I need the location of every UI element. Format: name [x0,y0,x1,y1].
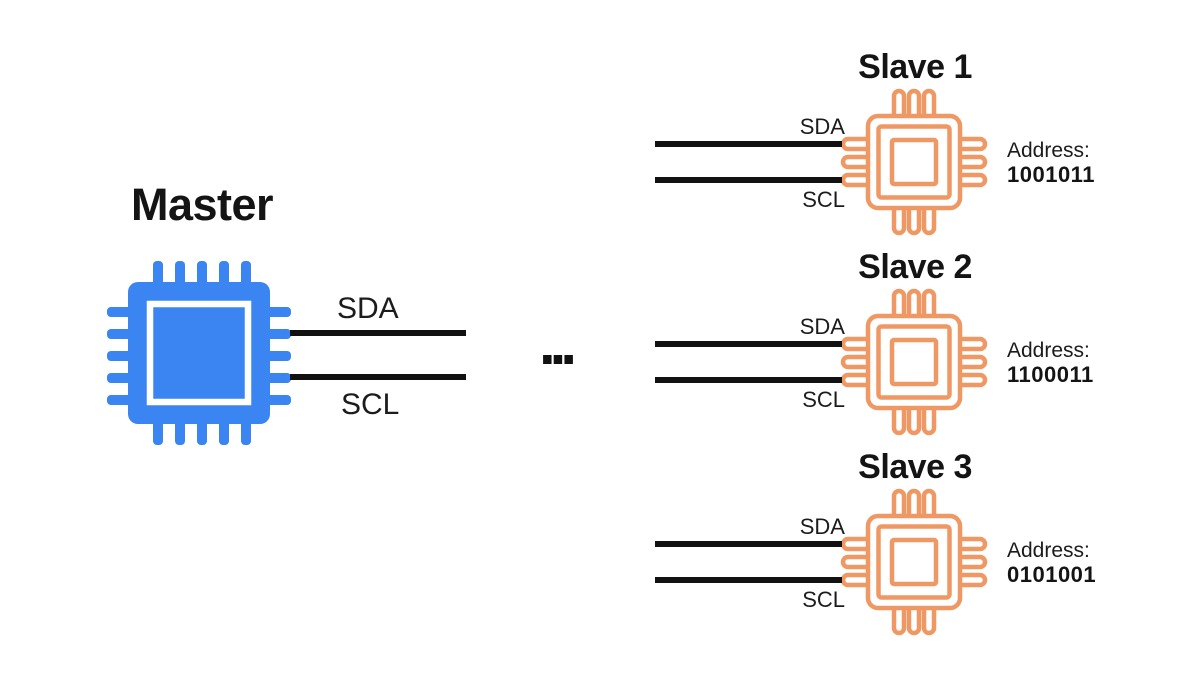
slave2-chip-icon [840,288,988,436]
slave1-sda-wire [655,141,842,147]
master-scl-wire [290,374,466,380]
slave1-scl-label: SCL [802,187,845,212]
slave3-scl-label: SCL [802,587,845,612]
slave3-address-label: Address: [1007,539,1090,562]
master-scl-label: SCL [341,388,400,421]
master-sda-wire [290,330,466,336]
slave2-sda-wire [655,341,842,347]
slave2-address-label: Address: [1007,339,1090,362]
slave3-sda-wire [655,541,842,547]
slave2-address-value: 1100011 [1007,362,1094,387]
slave3-title: Slave 3 [858,448,972,486]
master-sda-label: SDA [337,292,399,325]
bus-ellipsis: ... [539,310,577,377]
slave3-address-value: 0101001 [1007,562,1097,587]
slave1-scl-wire [655,177,842,183]
slave3-chip-icon [840,488,988,636]
slave1-address-value: 1001011 [1007,162,1095,187]
slave2-title: Slave 2 [858,248,972,286]
slave2-scl-wire [655,377,842,383]
slave1-title: Slave 1 [858,48,972,86]
slave2-sda-label: SDA [799,314,845,339]
slave3-sda-label: SDA [799,514,845,539]
master-title: Master [130,179,274,230]
slave3-scl-wire [655,577,842,583]
slave1-chip-icon [840,88,988,236]
slave2-scl-label: SCL [802,387,845,412]
master-chip-icon [107,261,291,445]
slave1-sda-label: SDA [799,114,845,139]
slave1-address-label: Address: [1007,139,1090,162]
